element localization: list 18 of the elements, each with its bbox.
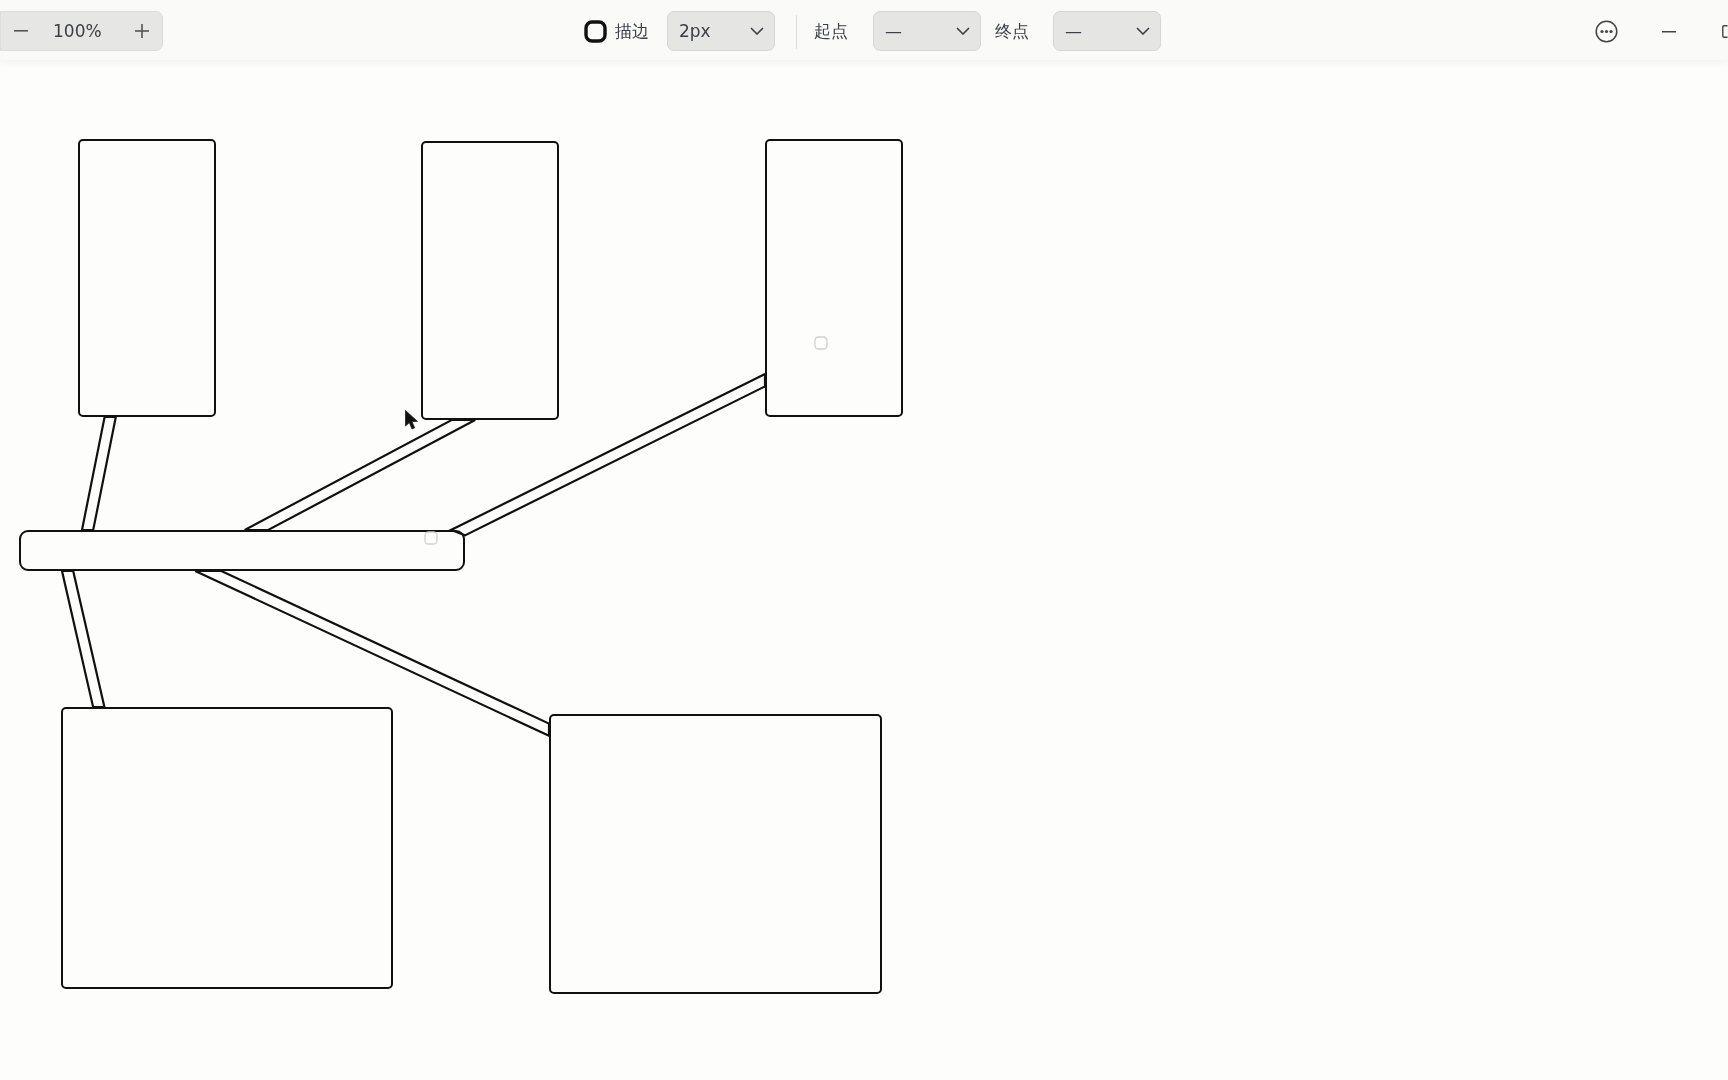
start-cap-dropdown: —: [873, 11, 981, 51]
double-line-connector: [80, 415, 118, 532]
double-line-connector: [243, 418, 477, 532]
double-line-connector: [194, 569, 551, 738]
empty-box: [765, 139, 903, 417]
double-line-connector: [448, 372, 767, 537]
empty-bar: [19, 530, 465, 571]
empty-box: [61, 707, 393, 989]
stroke-width-dropdown: 2px: [667, 11, 775, 51]
start-label: 起点: [814, 20, 848, 42]
end-label: 终点: [995, 20, 1029, 42]
zoom-level-text: 100%: [53, 20, 102, 42]
end-cap-dropdown: —: [1053, 11, 1161, 51]
empty-box: [549, 714, 882, 994]
double-line-connector: [60, 569, 106, 709]
empty-box: [78, 139, 216, 417]
stroke-label: 描边: [615, 20, 649, 42]
empty-box: [421, 141, 559, 420]
